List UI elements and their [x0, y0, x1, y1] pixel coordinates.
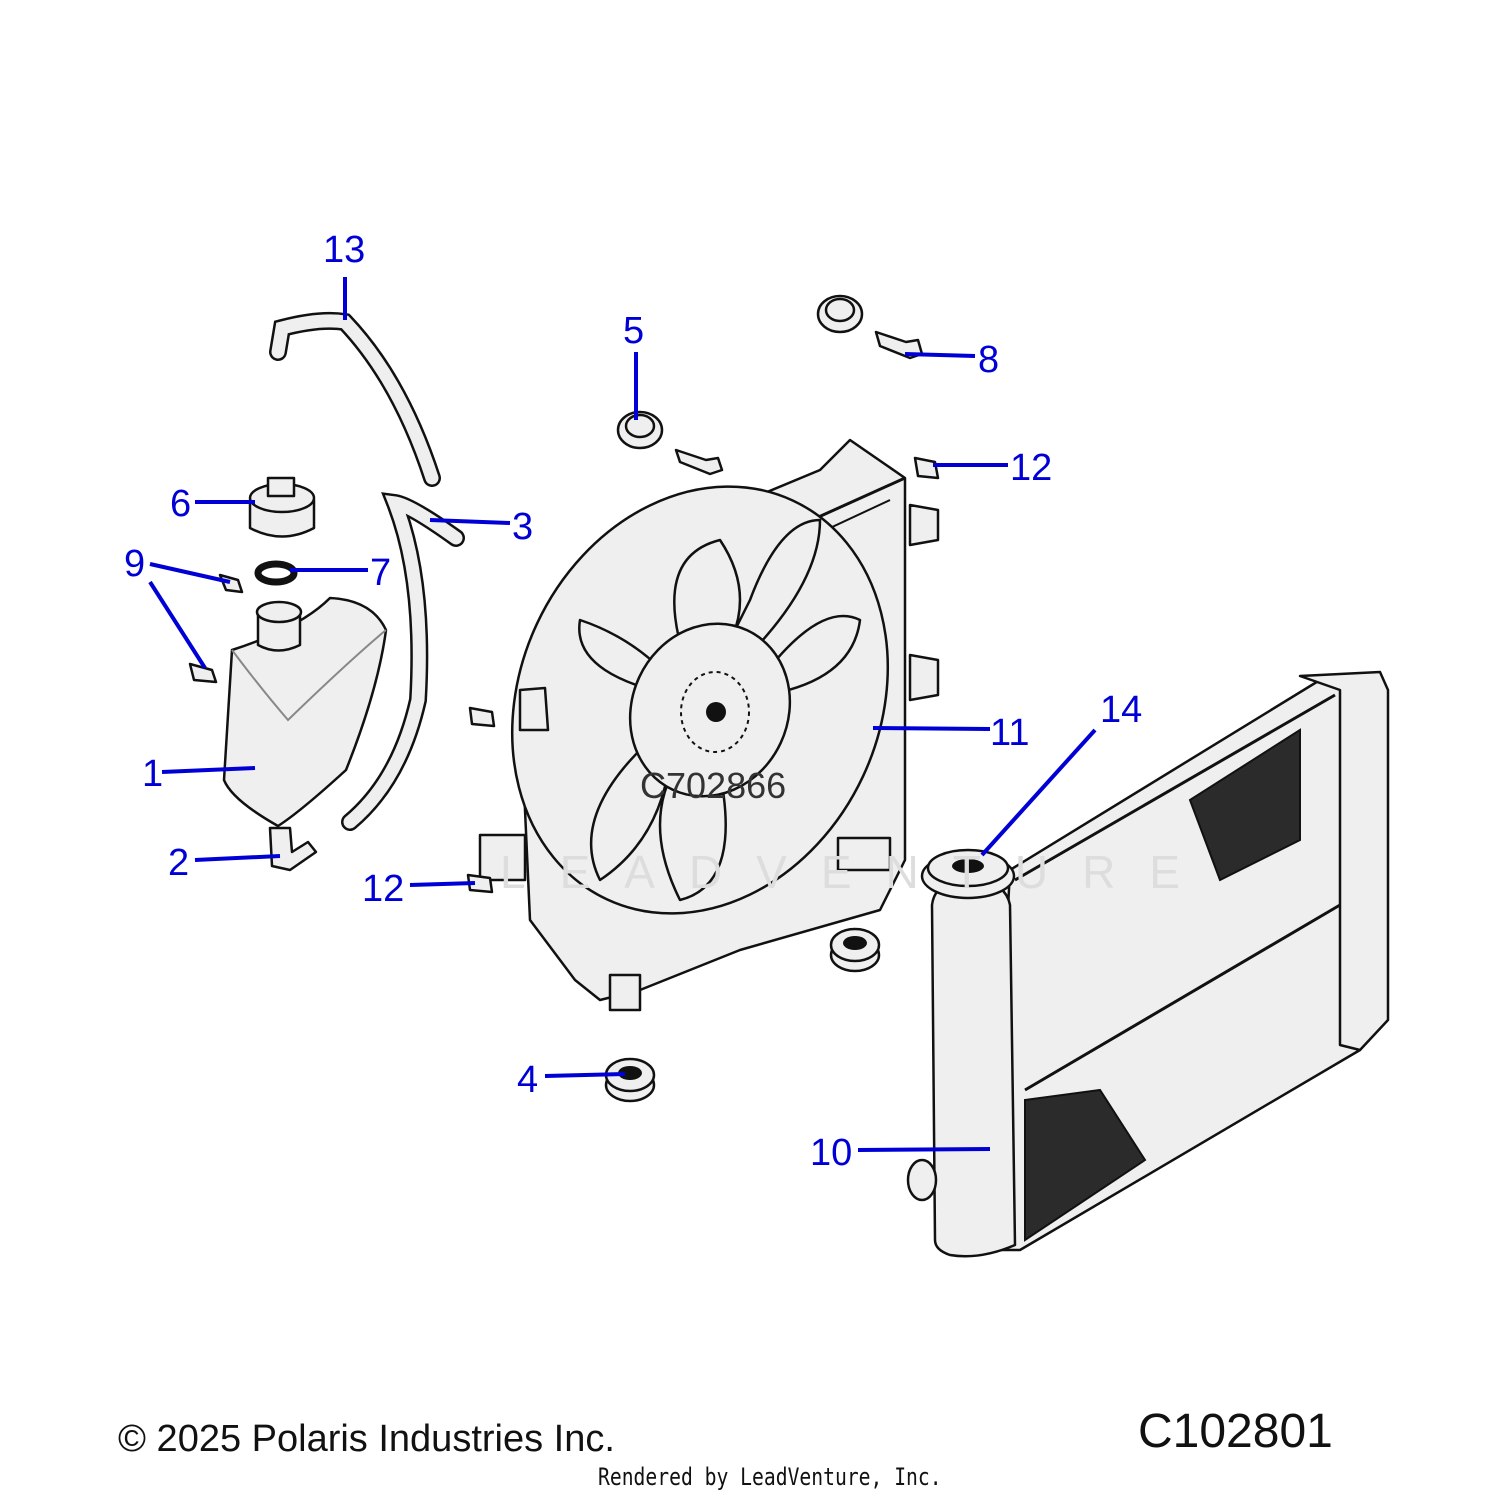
overflow-hose-13: [269, 311, 441, 487]
radiator-10: [906, 670, 1390, 1258]
leader-lines: [148, 277, 1097, 1152]
grommet-loose: [829, 927, 881, 973]
elbow-fitting-2: [268, 826, 318, 872]
copyright-text: © 2025 Polaris Industries Inc.: [118, 1418, 615, 1460]
coolant-reservoir-1: [222, 596, 388, 828]
callout-14: 14: [1100, 689, 1142, 731]
callout-3: 3: [512, 506, 533, 548]
callout-8: 8: [978, 339, 999, 381]
coolant-hose-3: [341, 492, 465, 831]
grommet-5: [616, 410, 724, 476]
callout-1: 1: [142, 753, 163, 795]
inner-drawing-code: C702866: [640, 765, 786, 806]
rendered-by-text: Rendered by LeadVenture, Inc.: [598, 1463, 942, 1491]
reservoir-cap-6: [248, 476, 316, 538]
grommet-8: [816, 294, 924, 360]
callout-6: 6: [170, 483, 191, 525]
watermark: LEADVENTURE: [500, 846, 1214, 898]
o-ring-7: [254, 560, 298, 586]
fan-shroud-11: [478, 438, 940, 1012]
callout-5: 5: [623, 310, 644, 352]
callout-12-top: 12: [1010, 447, 1052, 489]
grommet-4: [604, 1057, 656, 1103]
callout-11: 11: [990, 712, 1029, 754]
callout-4: 4: [517, 1059, 538, 1101]
drawing-code: C102801: [1138, 1405, 1333, 1458]
callout-2: 2: [168, 842, 189, 884]
radiator-cap-14: [920, 848, 1016, 900]
callout-7: 7: [370, 552, 391, 594]
callout-12-bottom: 12: [362, 868, 404, 910]
callout-10: 10: [810, 1132, 852, 1174]
callout-13: 13: [323, 229, 365, 271]
callout-numbers: 13 5 8 12 6 3 7 9 14 11 1 2 12 4 10: [124, 229, 1142, 1174]
callout-9: 9: [124, 543, 145, 585]
